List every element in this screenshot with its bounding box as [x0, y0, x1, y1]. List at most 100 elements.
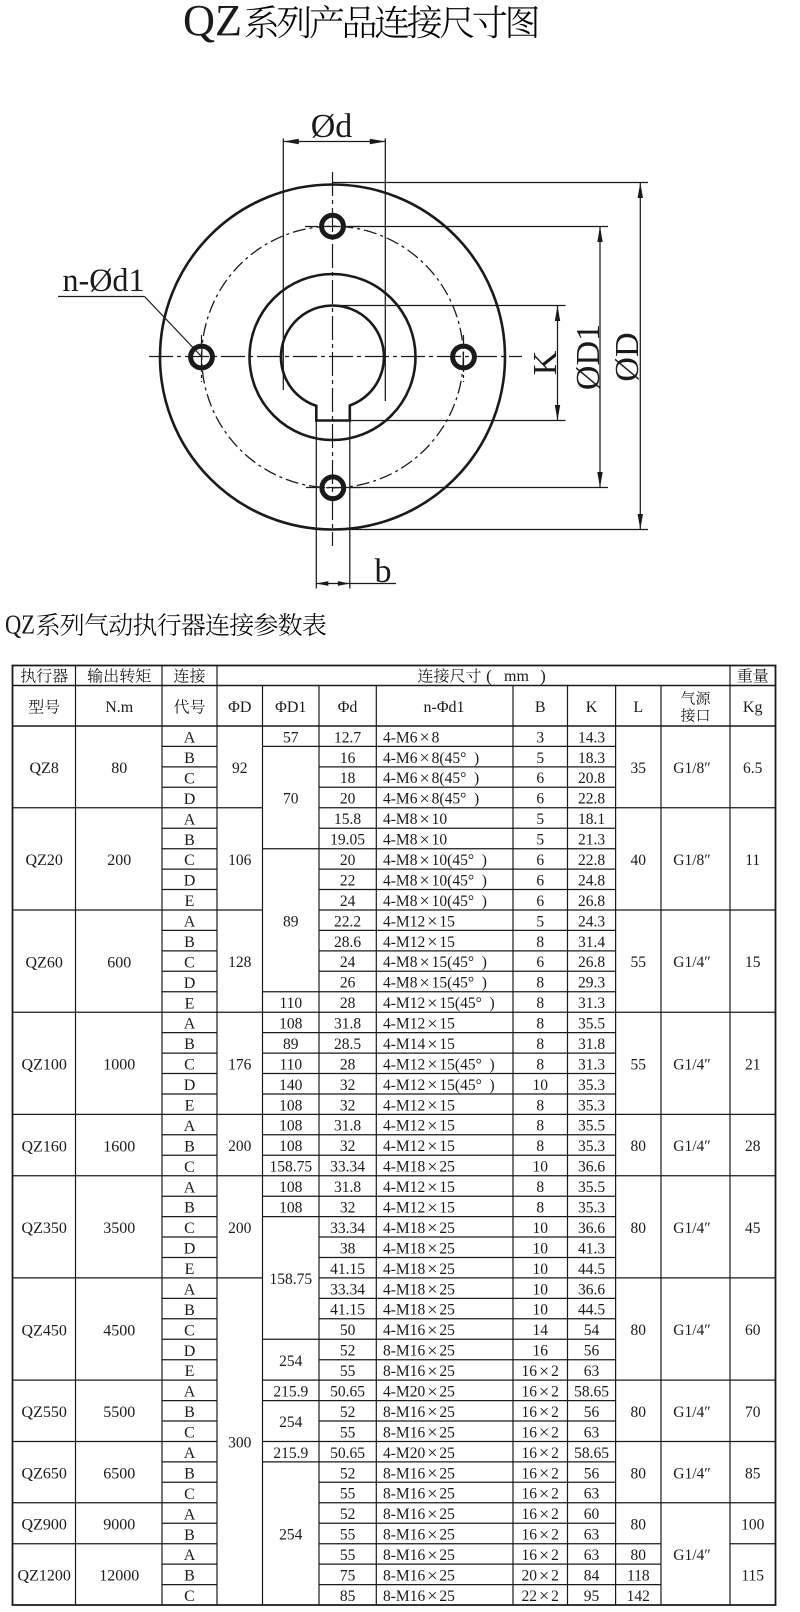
svg-text:B: B: [184, 1138, 195, 1155]
svg-text:55: 55: [631, 954, 647, 971]
svg-text:A: A: [184, 1547, 196, 1564]
svg-text:215.9: 215.9: [273, 1445, 308, 1462]
svg-text:E: E: [185, 1098, 195, 1115]
svg-text:40: 40: [631, 852, 647, 869]
svg-text:55: 55: [340, 1363, 356, 1380]
svg-text:158.75: 158.75: [269, 1159, 312, 1176]
svg-text:QZ: QZ: [5, 610, 35, 640]
svg-text:36.6: 36.6: [578, 1220, 605, 1237]
svg-text:33.34: 33.34: [330, 1220, 365, 1237]
svg-text:QZ350: QZ350: [22, 1220, 67, 1237]
svg-text:55: 55: [340, 1547, 356, 1564]
svg-text:8: 8: [536, 1179, 544, 1196]
svg-text:C: C: [184, 852, 195, 869]
svg-text:8-M16×25: 8-M16×25: [383, 1361, 455, 1381]
svg-text:ØD1: ØD1: [570, 324, 607, 390]
svg-text:4-M18×25: 4-M18×25: [383, 1218, 455, 1238]
svg-text:58.65: 58.65: [574, 1445, 609, 1462]
svg-text:A: A: [184, 1118, 196, 1135]
svg-text:110: 110: [279, 1056, 302, 1073]
svg-text:6: 6: [536, 791, 544, 808]
svg-text:5: 5: [536, 750, 544, 767]
svg-text:89: 89: [283, 1036, 299, 1053]
svg-text:QZ450: QZ450: [22, 1322, 67, 1339]
svg-text:8-M16×25: 8-M16×25: [383, 1484, 455, 1504]
svg-text:A: A: [184, 914, 196, 931]
svg-text:6500: 6500: [103, 1465, 135, 1482]
svg-text:31.8: 31.8: [578, 1036, 605, 1053]
svg-text:35.3: 35.3: [578, 1138, 605, 1155]
svg-text:8: 8: [536, 1200, 544, 1217]
svg-text:1600: 1600: [103, 1138, 135, 1155]
svg-text:35.3: 35.3: [578, 1200, 605, 1217]
svg-text:10: 10: [532, 1281, 548, 1298]
svg-text:4-M18×25: 4-M18×25: [383, 1300, 455, 1320]
svg-text:D: D: [184, 1241, 196, 1258]
svg-text:108: 108: [279, 1118, 303, 1135]
svg-text:8: 8: [536, 1056, 544, 1073]
svg-text:300: 300: [228, 1435, 252, 1452]
svg-text:80: 80: [631, 1322, 647, 1339]
svg-text:C: C: [184, 1588, 195, 1605]
svg-text:QZ1200: QZ1200: [18, 1568, 71, 1585]
svg-text:Kg: Kg: [743, 699, 763, 716]
svg-text:E: E: [185, 893, 195, 910]
svg-text:28.5: 28.5: [334, 1036, 361, 1053]
svg-text:80: 80: [111, 760, 127, 777]
svg-text:4-M12×15: 4-M12×15: [383, 1095, 455, 1115]
svg-text:QZ60: QZ60: [26, 954, 63, 971]
svg-text:4-M20×25: 4-M20×25: [383, 1443, 455, 1463]
svg-text:200: 200: [107, 852, 131, 869]
svg-text:3: 3: [536, 729, 544, 746]
svg-text:5500: 5500: [103, 1404, 135, 1421]
svg-text:158.75: 158.75: [269, 1271, 312, 1288]
svg-text:Ød: Ød: [311, 108, 353, 145]
svg-text:18.1: 18.1: [578, 811, 605, 828]
svg-text:254: 254: [279, 1353, 303, 1370]
svg-text:4-M12×15: 4-M12×15: [383, 911, 455, 931]
svg-text:4-M12×15: 4-M12×15: [383, 1116, 455, 1136]
svg-text:4-M20×25: 4-M20×25: [383, 1381, 455, 1401]
svg-text:44.5: 44.5: [578, 1261, 605, 1278]
svg-text:4-M6×8(45° ): 4-M6×8(45° ): [383, 789, 479, 809]
svg-text:14: 14: [532, 1322, 548, 1339]
svg-text:B: B: [184, 934, 195, 951]
svg-text:108: 108: [279, 1097, 303, 1114]
svg-text:142: 142: [627, 1588, 650, 1605]
svg-text:16×2: 16×2: [521, 1504, 558, 1524]
svg-text:56: 56: [584, 1343, 600, 1360]
svg-text:B: B: [184, 1404, 195, 1421]
svg-text:28: 28: [340, 995, 356, 1012]
svg-text:B: B: [184, 1036, 195, 1053]
svg-text:D: D: [184, 1077, 196, 1094]
svg-text:50: 50: [340, 1322, 356, 1339]
svg-text:G1/4″: G1/4″: [673, 1138, 710, 1155]
svg-text:10: 10: [532, 1261, 548, 1278]
svg-text:19.05: 19.05: [330, 832, 365, 849]
svg-text:4-M8×15(45° ): 4-M8×15(45° ): [383, 972, 487, 992]
svg-text:21: 21: [745, 1056, 761, 1073]
svg-text:N.m: N.m: [105, 699, 134, 716]
svg-text:44.5: 44.5: [578, 1302, 605, 1319]
svg-text:6: 6: [536, 770, 544, 787]
svg-text:(: (: [486, 666, 492, 685]
svg-text:4-M12×15: 4-M12×15: [383, 1136, 455, 1156]
svg-text:4-M8×10(45° ): 4-M8×10(45° ): [383, 850, 487, 870]
svg-text:31.8: 31.8: [334, 1016, 361, 1033]
svg-text:60: 60: [584, 1506, 600, 1523]
svg-text:16×2: 16×2: [521, 1422, 558, 1442]
svg-text:6: 6: [536, 954, 544, 971]
svg-text:22.8: 22.8: [578, 852, 605, 869]
svg-text:5: 5: [536, 832, 544, 849]
svg-text:4-M12×15: 4-M12×15: [383, 932, 455, 952]
svg-text:16×2: 16×2: [521, 1524, 558, 1544]
svg-text:4-M12×15(45° ): 4-M12×15(45° ): [383, 1075, 495, 1095]
svg-text:52: 52: [340, 1343, 356, 1360]
svg-text:24: 24: [340, 893, 356, 910]
svg-text:8: 8: [536, 1016, 544, 1033]
svg-text:D: D: [184, 791, 196, 808]
svg-text:600: 600: [107, 954, 131, 971]
svg-text:6: 6: [536, 872, 544, 889]
svg-text:31.3: 31.3: [578, 1056, 605, 1073]
svg-text:254: 254: [279, 1414, 303, 1431]
